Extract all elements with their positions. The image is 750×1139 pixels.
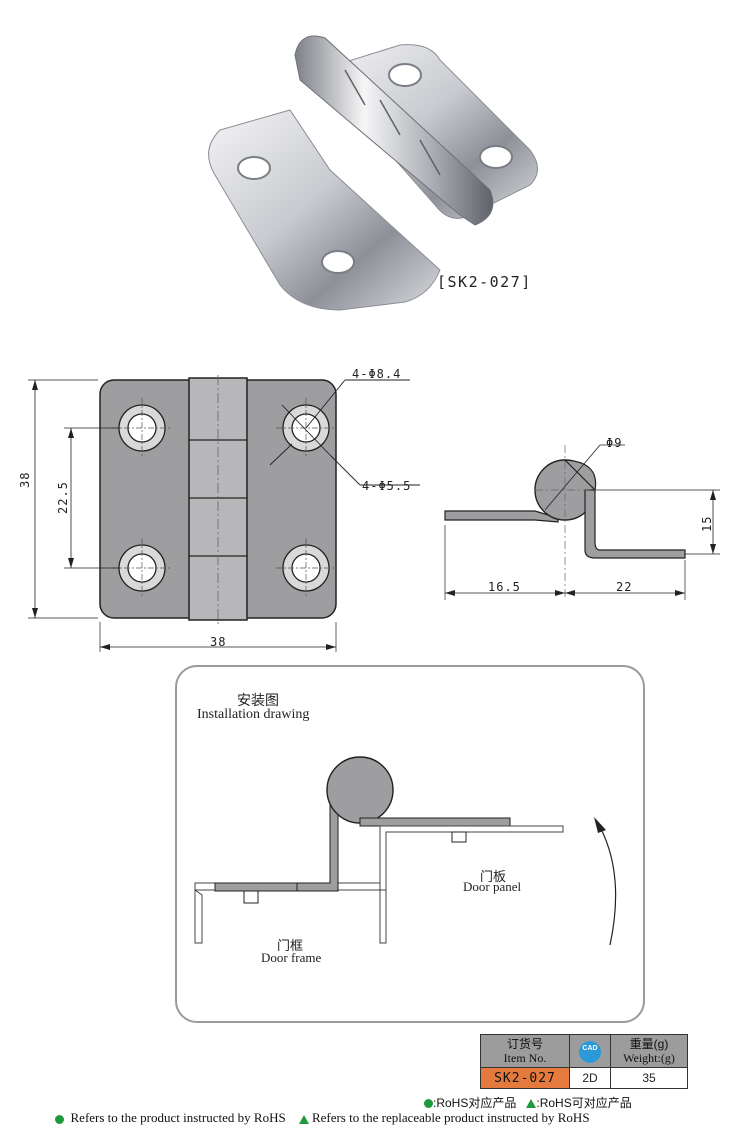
installation-panel [175, 665, 645, 1023]
cad-header: CAD [569, 1034, 611, 1068]
side-height-dimension: 15 [700, 515, 714, 532]
left-length-dimension: 16.5 [488, 580, 521, 594]
cad-value: 2D [569, 1067, 611, 1089]
weight-header: 重量(g) Weight:(g) [610, 1034, 688, 1068]
rohs-dot-icon [55, 1114, 64, 1124]
hole-large-dimension: 4-Φ8.4 [352, 367, 402, 381]
item-value: SK2-027 [480, 1067, 570, 1089]
product-photo [208, 35, 538, 311]
hole-small-dimension: 4-Φ5.5 [362, 479, 412, 493]
door-panel-label-cn: 门板 [480, 869, 507, 884]
rohs-triangle-icon [526, 1099, 537, 1109]
side-view-drawing [444, 444, 720, 600]
pin-diameter-dimension: Φ9 [606, 436, 623, 450]
door-frame-label-cn: 门框 [277, 938, 304, 953]
frame-screw [243, 890, 259, 904]
front-view-drawing [28, 375, 420, 652]
item-header: 订货号 Item No. [480, 1034, 570, 1068]
panel-screw [451, 831, 467, 843]
door-frame-label-en: Door frame [261, 950, 322, 965]
cad-icon: CAD [579, 1041, 601, 1063]
rohs-triangle-icon [298, 1114, 309, 1124]
weight-value: 35 [610, 1067, 688, 1089]
installation-barrel [326, 756, 394, 824]
installation-title-cn: 安装图 [237, 692, 279, 708]
hinge-render [208, 35, 538, 311]
rohs-dot-icon [424, 1099, 433, 1109]
right-length-dimension: 22 [616, 580, 633, 594]
order-table: 订货号 Item No. CAD 重量(g) Weight:(g) SK2-02… [480, 1034, 688, 1089]
legend-rohs-en-row: Refers to the product instructed by RoHS… [55, 1110, 590, 1126]
legend-rohs-cn-row: :RoHS对应产品 :RoHS可对应产品 [424, 1094, 632, 1111]
hole-spacing-dimension: 22.5 [56, 481, 70, 514]
width-dimension: 38 [210, 635, 227, 649]
installation-title-en: Installation drawing [197, 707, 310, 722]
door-panel-label-en: Door panel [463, 879, 522, 894]
product-code-label: [SK2-027] [437, 273, 532, 291]
height-dimension: 38 [18, 471, 32, 488]
installation-diagram [194, 756, 617, 946]
